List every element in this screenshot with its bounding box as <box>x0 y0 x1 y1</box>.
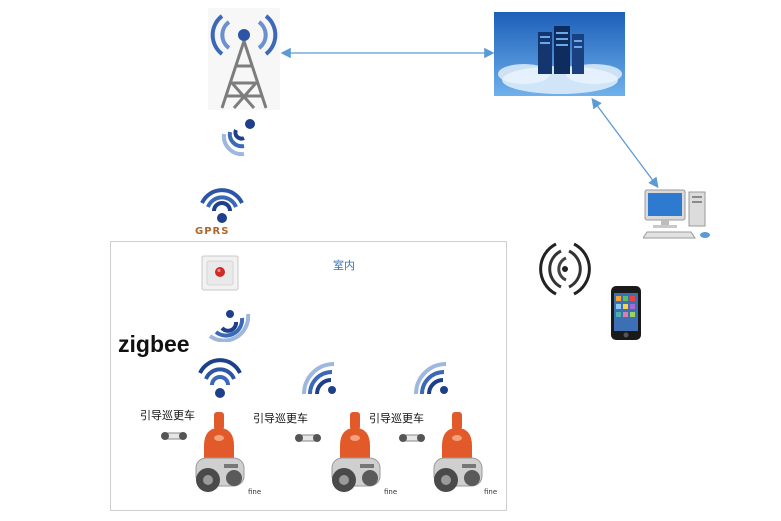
server-computer-link <box>591 97 659 189</box>
desktop-computer <box>643 188 715 240</box>
phone-signal-icon <box>539 242 591 296</box>
gprs-label: GPRS <box>195 226 230 237</box>
hoverboard-1-icon <box>161 432 187 440</box>
gprs-signal-icon <box>200 188 244 223</box>
robot-1-signal-icon <box>198 358 242 398</box>
cloud-server <box>494 12 625 96</box>
robot-3-icon <box>433 412 483 492</box>
robot-2-label: 引导巡更车 <box>253 412 308 425</box>
robot-1-icon <box>195 412 245 492</box>
indoor-label: 室内 <box>333 259 355 272</box>
gateway-signal-icon <box>208 310 251 342</box>
robot-3-signal-icon <box>414 362 448 395</box>
robot-1-brand: fine <box>248 488 262 496</box>
hoverboard-2-icon <box>295 434 321 442</box>
radio-tower <box>208 8 280 110</box>
robot-1-label: 引导巡更车 <box>140 409 195 422</box>
robot-2-icon <box>331 412 381 492</box>
hoverboard-3-icon <box>399 434 425 442</box>
desktop-computer-icon <box>643 189 710 239</box>
robot-2-signal-icon <box>302 362 336 395</box>
cloud-server-icon <box>494 12 625 96</box>
robot-3-brand: fine <box>484 488 498 496</box>
radio-tower-icon <box>208 8 280 110</box>
smartphone-icon <box>611 286 641 340</box>
zigbee-label: zigbee <box>118 331 190 357</box>
robot-3-label: 引导巡更车 <box>369 412 424 425</box>
tower-signal-icon <box>221 119 255 157</box>
robot-2-brand: fine <box>384 488 398 496</box>
alarm-button-icon <box>201 255 239 291</box>
